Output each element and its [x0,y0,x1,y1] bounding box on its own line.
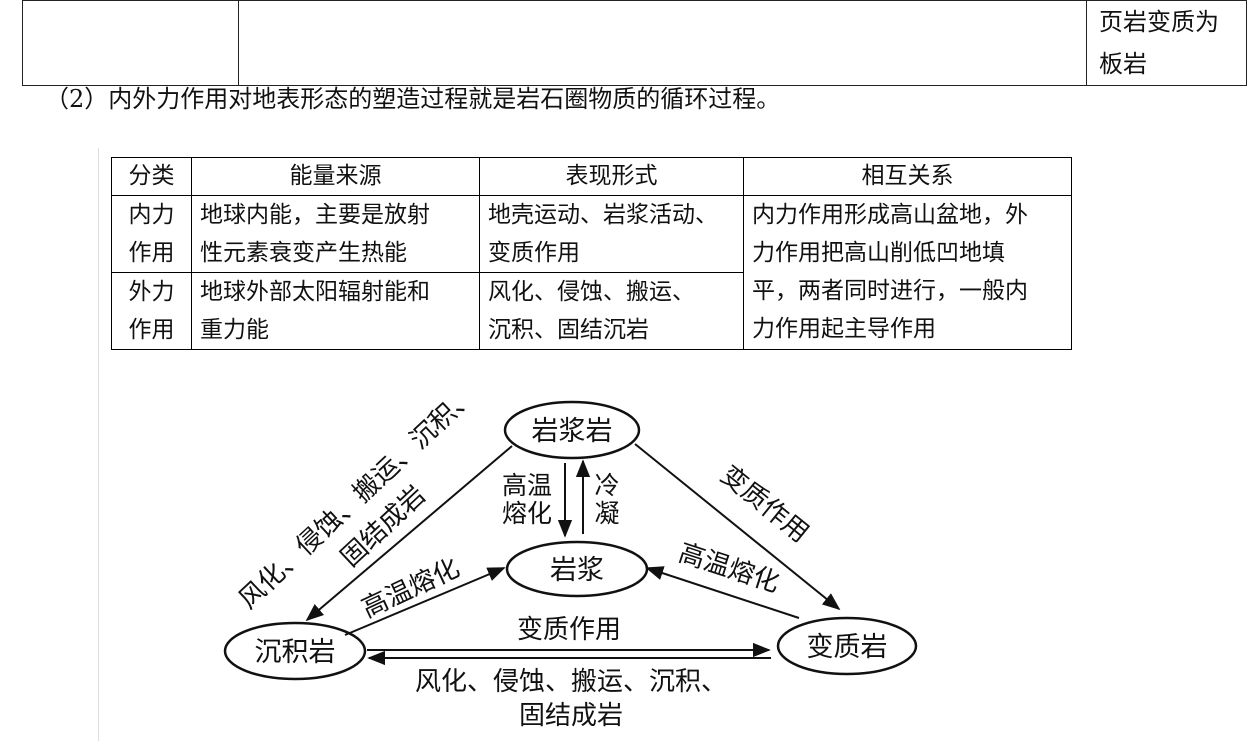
node-sedimentary: 沉积岩 [223,621,367,681]
relation-line1: 内力作用形成高山盆地，外 [752,202,1028,228]
label-metamorphism-right: 变质作用 [715,460,815,549]
row2-energy: 地球外部太阳辐射能和 重力能 [191,272,480,350]
top-table-fragment: 页岩变质为 板岩 [22,0,1247,86]
header-energy: 能量来源 [191,157,480,196]
arrow-metamorphic-to-magma [645,566,800,619]
row2-category: 外力 作用 [111,272,192,350]
row1-forms-line2: 变质作用 [488,240,580,266]
rock-cycle-diagram: 岩浆岩 岩浆 沉积岩 变质岩 风化、侵蚀、搬运、沉积、 固结成岩 高温熔化 高温… [223,380,918,731]
figure-image: 分类 能量来源 表现形式 相互关系 内力 作用 地球内能，主要是放射 性元素衰变… [98,148,1105,741]
row1-category-line2: 作用 [128,240,175,266]
label-melt-right: 高温熔化 [675,538,783,599]
row2-category-line2: 作用 [128,317,175,343]
row1-forms: 地壳运动、岩浆活动、 变质作用 [479,195,744,273]
row2-energy-line2: 重力能 [200,317,269,343]
label-cool-2: 凝 [594,499,619,528]
table-row: 内力 作用 地球内能，主要是放射 性元素衰变产生热能 地壳运动、岩浆活动、 变质… [111,195,1072,350]
node-igneous-label: 岩浆岩 [532,416,613,447]
row2-forms-line1: 风化、侵蚀、搬运、 [488,279,695,305]
paragraph-text: （2）内外力作用对地表形态的塑造过程就是岩石圈物质的循环过程。 [45,85,781,113]
cell3-line-1: 页岩变质为 [1099,8,1219,36]
arrow-sedimentary-to-magma [344,567,506,636]
label-melt-center-1: 高温 [502,471,552,500]
node-metamorphic-label: 变质岩 [807,632,888,663]
row1-energy-line1: 地球内能，主要是放射 [200,202,430,228]
label-metamorphism-bottom: 变质作用 [517,615,621,645]
node-igneous: 岩浆岩 [503,400,641,460]
cell3-line-2: 板岩 [1099,50,1147,78]
row1-forms-line1: 地壳运动、岩浆活动、 [488,202,718,228]
top-table-cell-2 [238,0,1087,86]
label-bottom-line1: 风化、侵蚀、搬运、沉积、 [415,667,727,697]
table-row: 外力 作用 地球外部太阳辐射能和 重力能 风化、侵蚀、搬运、 沉积、固结沉岩 [111,272,1072,350]
relation-line2: 力作用把高山削低凹地填 [752,240,1005,266]
row2-forms-line2: 沉积、固结沉岩 [488,317,649,343]
row2-forms: 风化、侵蚀、搬运、 沉积、固结沉岩 [479,272,744,350]
node-magma-label: 岩浆 [550,555,604,586]
relation-line4: 力作用起主导作用 [752,316,936,342]
relation-line3: 平，两者同时进行，一般内 [752,278,1028,304]
label-bottom-line2: 固结成岩 [519,701,623,731]
arrow-igneous-to-sedimentary [305,445,513,622]
header-forms: 表现形式 [479,157,744,196]
arrow-igneous-to-metamorphic [634,443,841,611]
row2-energy-line1: 地球外部太阳辐射能和 [200,279,430,305]
top-table-cell-1 [22,0,239,86]
node-sedimentary-label: 沉积岩 [255,637,336,668]
row2-category-line1: 外力 [128,279,175,305]
node-metamorphic: 变质岩 [776,616,918,676]
relation-cell: 内力作用形成高山盆地，外 力作用把高山削低凹地填 平，两者同时进行，一般内 力作… [743,195,1072,350]
top-table-cell-3: 页岩变质为 板岩 [1086,0,1247,86]
row1-category-line1: 内力 [128,202,175,228]
comparison-table: 分类 能量来源 表现形式 相互关系 内力 作用 地球内能，主要是放射 性元素衰变… [111,157,1072,350]
label-cool-1: 冷 [594,471,619,500]
node-magma: 岩浆 [505,540,649,598]
header-category: 分类 [111,157,192,196]
row1-energy-line2: 性元素衰变产生热能 [200,240,407,266]
label-melt-center-2: 熔化 [502,499,552,528]
row1-energy: 地球内能，主要是放射 性元素衰变产生热能 [191,195,480,273]
